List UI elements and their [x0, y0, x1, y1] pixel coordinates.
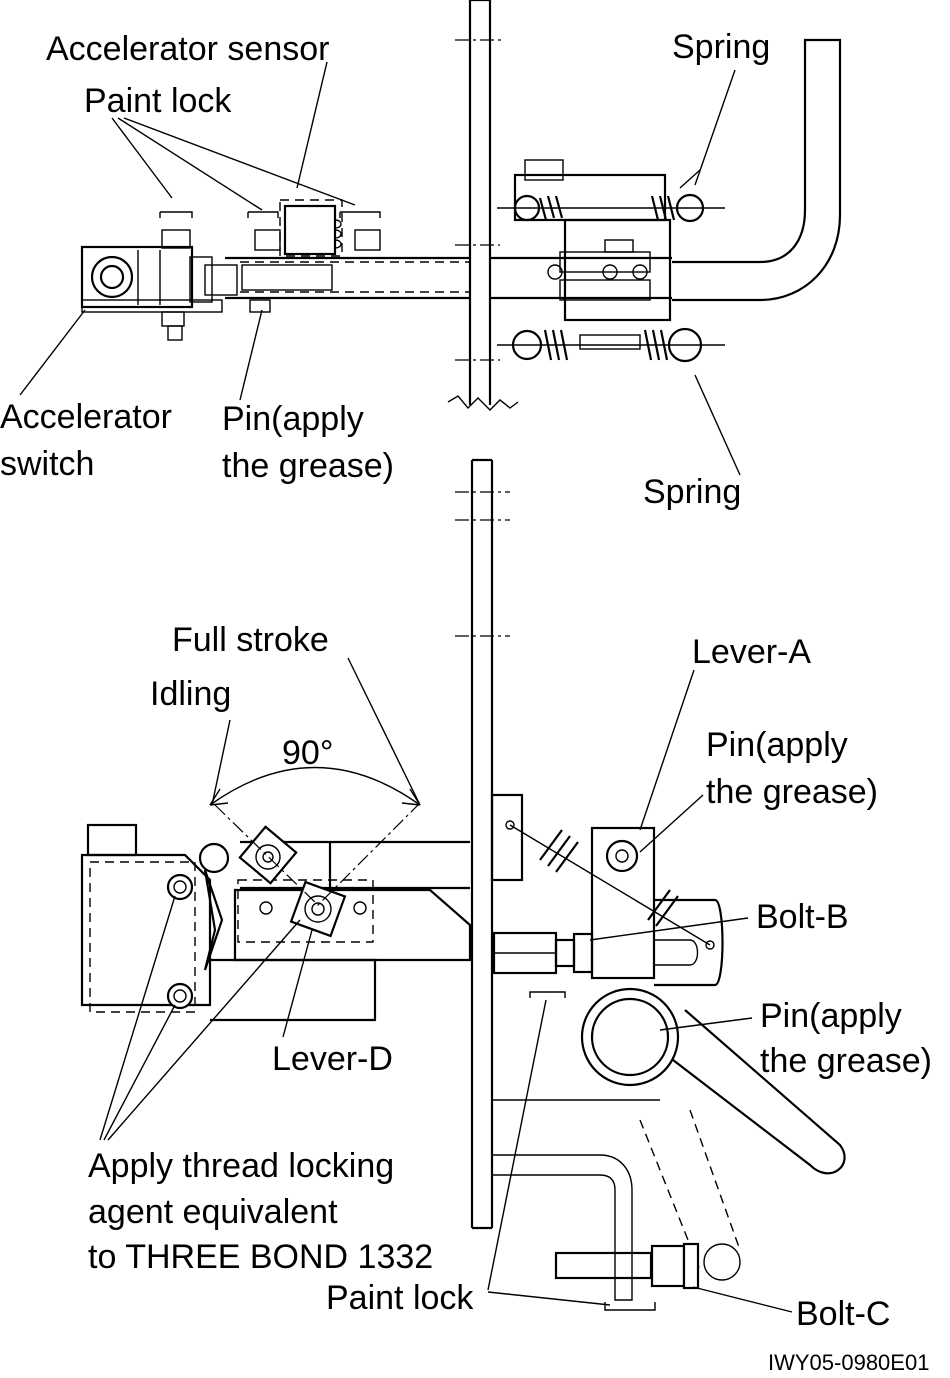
- label-pin-right-line1: Pin(apply: [706, 726, 848, 764]
- label-thread-lock-line2: agent equivalent: [88, 1193, 338, 1231]
- bottom-view-assembly: [80, 458, 846, 1311]
- label-pin-right-line2: the grease): [706, 773, 878, 811]
- label-angle: 90°: [282, 734, 333, 772]
- label-pin-top-line1: Pin(apply: [222, 400, 364, 438]
- label-spring-top: Spring: [672, 28, 770, 66]
- label-paint-lock-bottom: Paint lock: [326, 1279, 474, 1317]
- label-lever-a: Lever-A: [692, 633, 811, 671]
- figure-code: IWY05-0980E01: [768, 1350, 929, 1375]
- label-accelerator-switch-line1: Accelerator: [0, 398, 172, 436]
- label-bolt-b: Bolt-B: [756, 898, 849, 936]
- label-accelerator-sensor: Accelerator sensor: [46, 30, 329, 68]
- label-accelerator-switch-line2: switch: [0, 445, 94, 483]
- label-lever-d: Lever-D: [272, 1040, 393, 1078]
- leader-lines: [19, 61, 793, 1313]
- label-pin-low-line2: the grease): [760, 1042, 932, 1080]
- top-view-assembly: [80, 0, 842, 411]
- label-thread-lock-line1: Apply thread locking: [88, 1147, 394, 1185]
- label-thread-lock-line3: to THREE BOND 1332: [88, 1238, 433, 1276]
- label-bolt-c: Bolt-C: [796, 1295, 890, 1333]
- labels: Accelerator sensor Paint lock Spring Acc…: [0, 28, 932, 1375]
- label-spring-bottom: Spring: [643, 473, 741, 511]
- label-pin-low-line1: Pin(apply: [760, 997, 902, 1035]
- label-full-stroke: Full stroke: [172, 621, 329, 659]
- label-idling: Idling: [150, 675, 231, 713]
- label-paint-lock-top: Paint lock: [84, 82, 232, 120]
- label-pin-top-line2: the grease): [222, 447, 394, 485]
